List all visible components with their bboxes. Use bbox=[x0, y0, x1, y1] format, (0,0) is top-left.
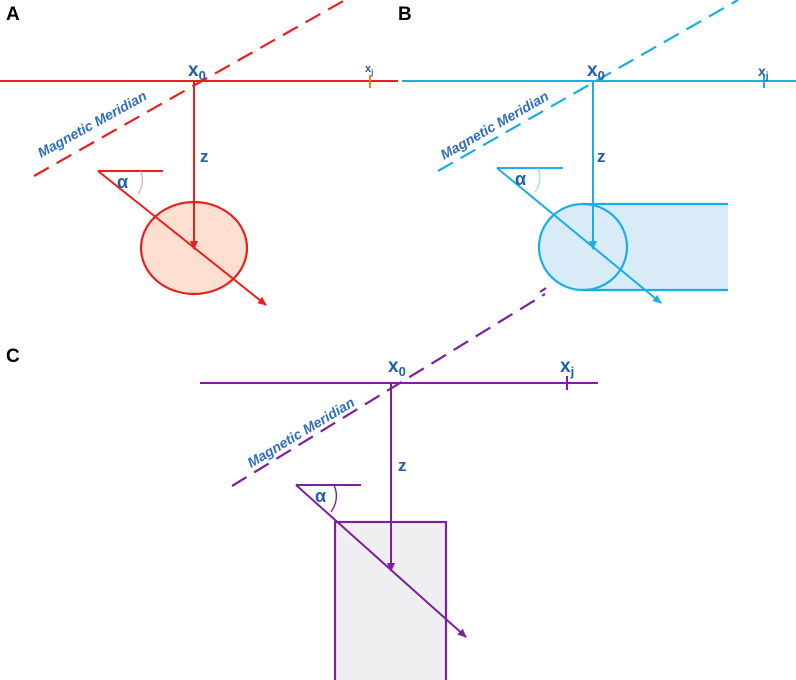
depth-label: z bbox=[597, 147, 606, 166]
panel-c: C x0 xj z α Magnetic Meridian bbox=[6, 293, 598, 680]
panel-a-label: A bbox=[6, 4, 20, 25]
alpha-label: α bbox=[315, 486, 326, 506]
origin-label: x0 bbox=[587, 60, 605, 83]
meridian-c-fragment bbox=[539, 287, 547, 293]
meridian-label: Magnetic Meridian bbox=[244, 394, 357, 471]
magnetization-vector bbox=[295, 484, 467, 638]
depth-label: z bbox=[398, 456, 407, 475]
origin-label: x0 bbox=[388, 356, 406, 379]
alpha-label: α bbox=[515, 169, 526, 189]
meridian-label: Magnetic Meridian bbox=[35, 87, 150, 160]
panel-b-label: B bbox=[398, 4, 412, 25]
panel-c-label: C bbox=[6, 346, 20, 367]
station-label: xj bbox=[758, 63, 769, 82]
magnetization-vector bbox=[496, 167, 662, 304]
meridian-label: Magnetic Meridian bbox=[438, 88, 552, 163]
station-label: xj bbox=[560, 356, 574, 379]
alpha-label: α bbox=[117, 172, 128, 192]
magnetic-meridian-line bbox=[33, 0, 346, 177]
panel-b: B x0 xj z α Magnetic Meridian bbox=[398, 0, 796, 304]
magnetic-meridian-line bbox=[437, 0, 739, 172]
inclination-arc bbox=[330, 484, 338, 513]
origin-label: x0 bbox=[188, 60, 206, 83]
inclination-arc bbox=[534, 167, 541, 193]
magnetization-vector bbox=[97, 170, 267, 306]
cylinder-body bbox=[539, 204, 728, 290]
inclination-arc bbox=[137, 170, 144, 195]
cylinder-end-face bbox=[537, 202, 629, 292]
station-label: xj bbox=[365, 63, 373, 77]
magnetic-meridian-line bbox=[231, 293, 546, 487]
panel-a: A x0 xj z α Magnetic Meridian bbox=[0, 0, 398, 306]
depth-label: z bbox=[200, 147, 209, 166]
